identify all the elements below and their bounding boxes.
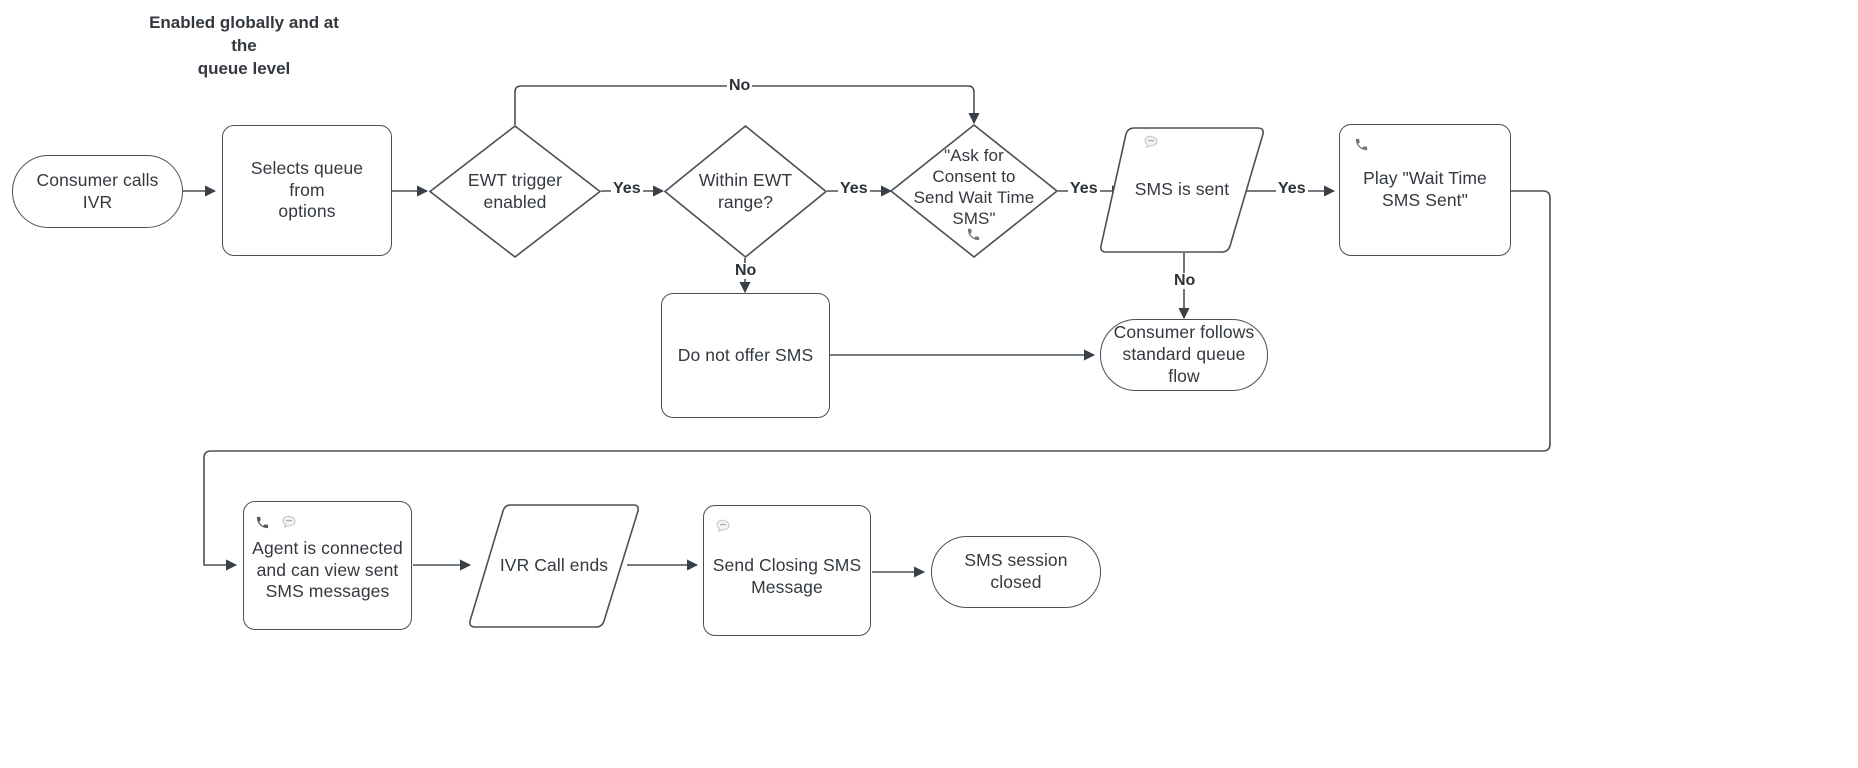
- message-bubble-icon: [1144, 135, 1158, 148]
- node-ask-for-consent[interactable]: "Ask for Consent to Send Wait Time SMS": [890, 124, 1058, 258]
- message-bubble-icon: [716, 519, 730, 532]
- edge-label-yes-range-to-consent: Yes: [838, 180, 870, 197]
- node-ewt-trigger-enabled[interactable]: EWT trigger enabled: [429, 125, 601, 258]
- edge-label-yes-consent-to-sms: Yes: [1068, 180, 1100, 197]
- node-label: Agent is connected and can view sent SMS…: [252, 537, 403, 602]
- node-label: SMS is sent: [1134, 179, 1230, 200]
- node-send-closing-sms[interactable]: Send Closing SMS Message: [703, 505, 871, 636]
- phone-icon: [1355, 138, 1368, 151]
- phone-icon: [256, 516, 269, 528]
- node-icons: [1354, 137, 1369, 152]
- edge-label-no-sms-to-queueflow: No: [1172, 272, 1198, 289]
- node-label: Within EWT range?: [698, 169, 793, 212]
- node-icons: [255, 514, 297, 530]
- page-caption: Enabled globally and at the queue level: [149, 13, 339, 78]
- node-label: Send Closing SMS Message: [712, 554, 862, 597]
- node-ivr-call-ends[interactable]: IVR Call ends: [468, 503, 640, 629]
- node-within-ewt-range[interactable]: Within EWT range?: [664, 125, 827, 258]
- node-icons: [1143, 134, 1159, 150]
- node-label: IVR Call ends: [499, 555, 609, 576]
- node-agent-connected[interactable]: Agent is connected and can view sent SMS…: [243, 501, 412, 630]
- message-bubble-icon: [282, 515, 296, 528]
- node-label: Selects queue from options: [250, 157, 364, 222]
- node-play-wait-time-sms-sent[interactable]: Play "Wait Time SMS Sent": [1339, 124, 1511, 256]
- phone-icon: [967, 228, 980, 241]
- node-label: Play "Wait Time SMS Sent": [1363, 168, 1487, 210]
- node-consumer-calls-ivr[interactable]: Consumer calls IVR: [12, 155, 183, 228]
- node-consumer-follows-queue[interactable]: Consumer follows standard queue flow: [1100, 319, 1268, 391]
- node-icons: [966, 227, 981, 242]
- edge-label-no-range-to-nooffer: No: [733, 262, 759, 279]
- node-sms-session-closed[interactable]: SMS session closed: [931, 536, 1101, 608]
- node-label: "Ask for Consent to Send Wait Time SMS": [913, 145, 1035, 229]
- edge-label-yes-sms-to-play: Yes: [1276, 180, 1308, 197]
- node-sms-is-sent[interactable]: SMS is sent: [1098, 126, 1266, 254]
- node-label: Consumer calls IVR: [36, 169, 159, 212]
- node-icons: [715, 518, 731, 534]
- node-selects-queue[interactable]: Selects queue from options: [222, 125, 392, 256]
- node-do-not-offer-sms[interactable]: Do not offer SMS: [661, 293, 830, 418]
- node-label: Consumer follows standard queue flow: [1113, 322, 1255, 386]
- edge-label-no-loop-top: No: [727, 77, 753, 94]
- node-label: SMS session closed: [964, 550, 1068, 592]
- edge-label-yes-ewt-to-range: Yes: [611, 180, 643, 197]
- node-label: EWT trigger enabled: [467, 169, 563, 212]
- node-label: Do not offer SMS: [677, 344, 814, 365]
